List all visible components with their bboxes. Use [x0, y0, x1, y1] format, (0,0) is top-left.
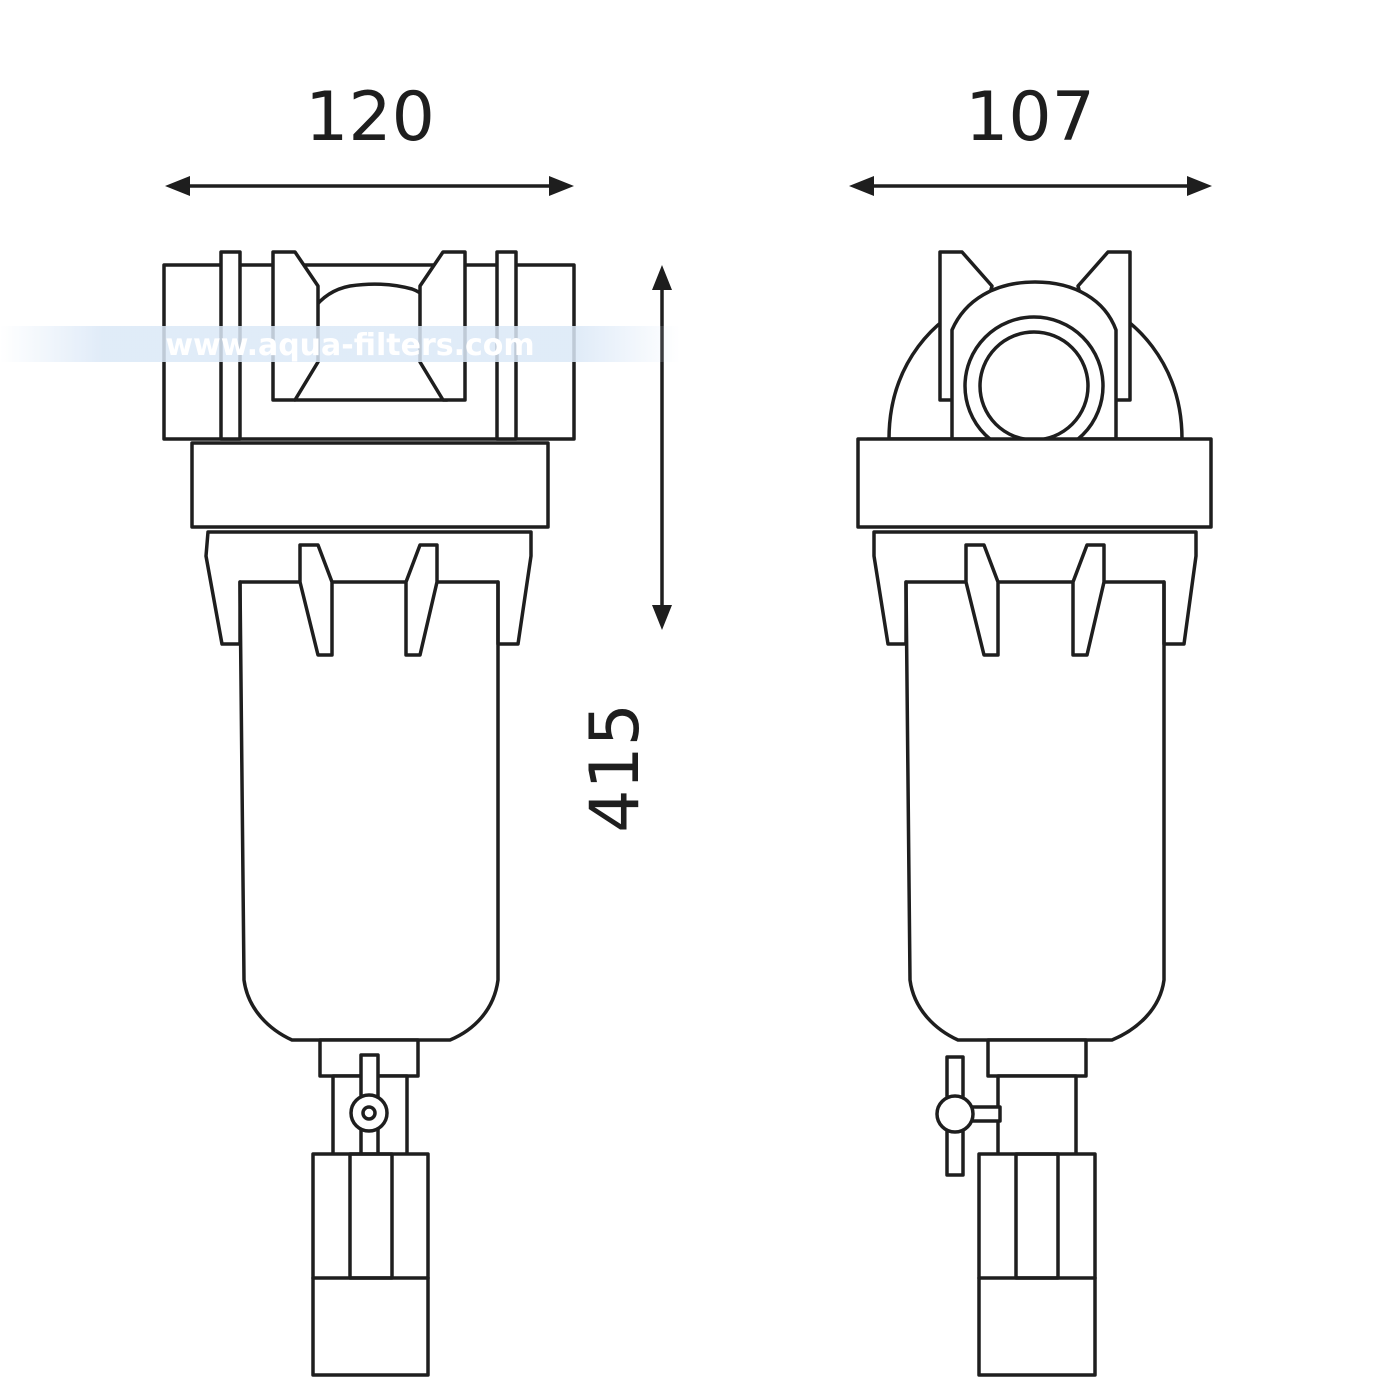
dim-label-side-width: 107 — [965, 78, 1095, 157]
dim-label-front-width: 120 — [305, 78, 435, 157]
front-view — [162, 250, 576, 1377]
dimension-side-width: 107 — [849, 78, 1212, 196]
watermark: www.aqua-filters.com — [0, 326, 680, 363]
watermark-text: www.aqua-filters.com — [165, 328, 534, 363]
dimension-front-width: 120 — [165, 78, 574, 196]
dim-label-height: 415 — [576, 703, 655, 833]
side-view — [856, 250, 1213, 1377]
